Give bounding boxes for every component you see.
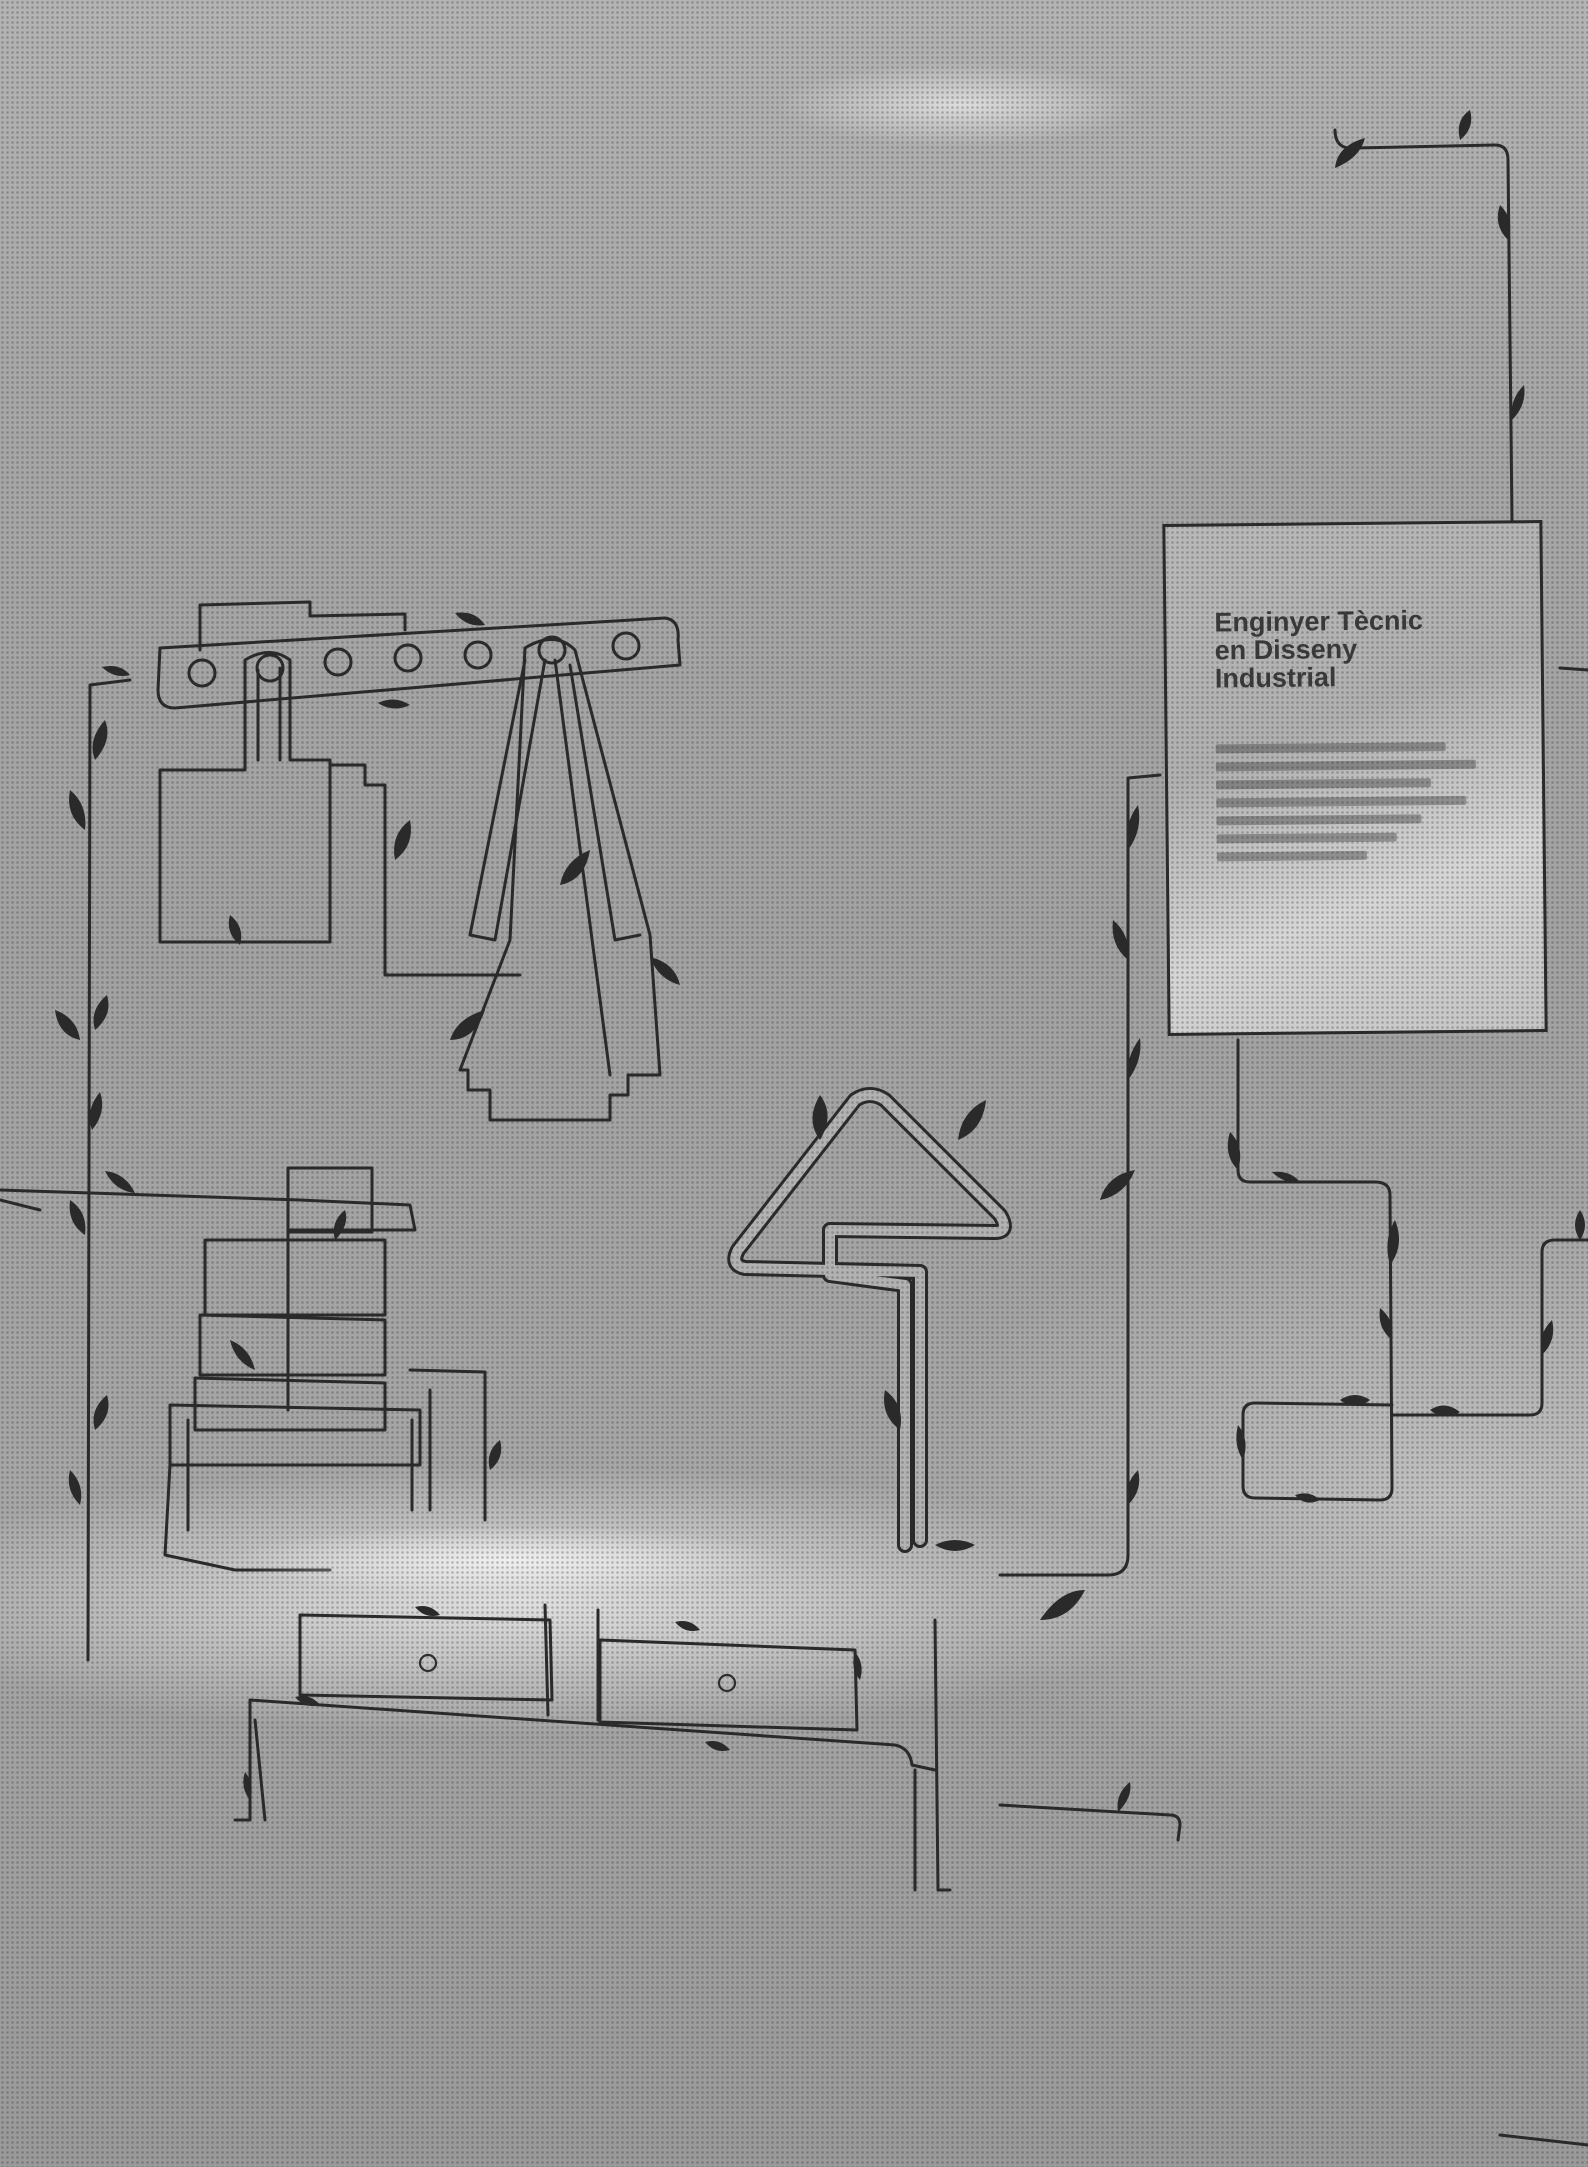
poster-title: Enginyer Tècnic en Disseny Industrial xyxy=(1214,605,1525,692)
triangle-hook xyxy=(735,1095,1004,1545)
poster-text-line xyxy=(1217,833,1397,844)
poster-sign: Enginyer Tècnic en Disseny Industrial xyxy=(1162,520,1547,1036)
rack-bar xyxy=(158,602,680,708)
poster-text-line xyxy=(1216,796,1466,808)
poster-text-line xyxy=(1216,814,1421,825)
poster-text-line xyxy=(1216,760,1476,772)
poster-text-line xyxy=(1217,851,1367,862)
floor-light-reflection xyxy=(230,1525,790,1595)
left-vine xyxy=(0,680,415,1660)
bench-shelf xyxy=(235,1605,950,1890)
poster-text-line xyxy=(1216,778,1431,789)
hanging-apron xyxy=(460,639,660,1120)
right-vine xyxy=(1000,130,1588,2145)
stacked-boxes xyxy=(165,1168,485,1570)
hanging-box xyxy=(160,653,520,976)
poster-text-line xyxy=(1216,742,1446,753)
